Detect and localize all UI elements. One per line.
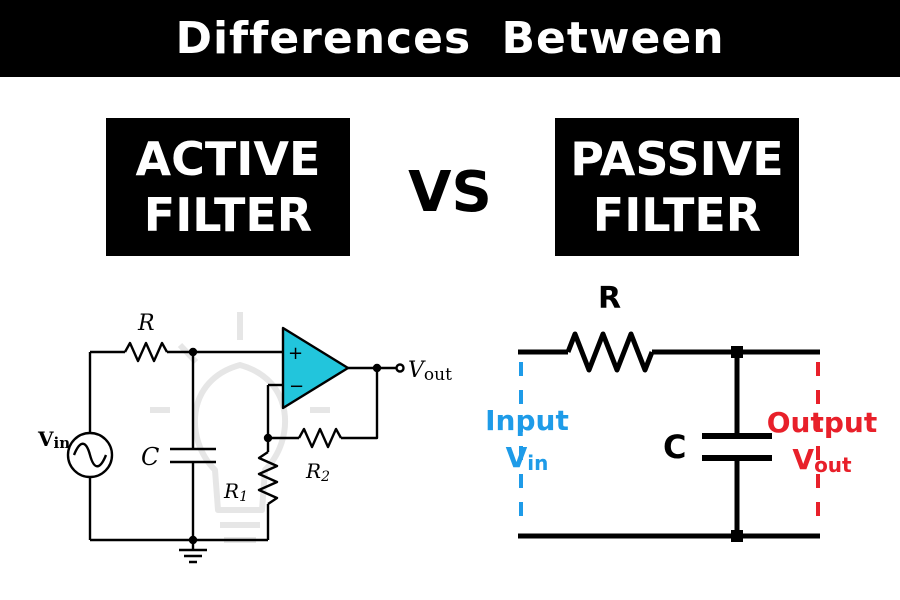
active-filter-line2: FILTER (143, 188, 313, 242)
active-capacitor-label: C (141, 443, 159, 471)
title-banner: Differences Between (0, 0, 900, 77)
active-filter-line1: ACTIVE (135, 132, 321, 186)
passive-input-label: Input (485, 404, 569, 437)
page-title: Differences Between (175, 13, 725, 64)
passive-output-label: Output (767, 406, 877, 439)
vs-label: VS (408, 160, 492, 225)
active-resistor-r2 (297, 427, 343, 449)
active-vin-label: Vin (37, 427, 70, 452)
feedback-wire-right (341, 368, 379, 440)
passive-input-v-label: Vin (506, 441, 549, 475)
passive-filter-circuit (518, 331, 820, 542)
passive-output-v-label: Vout (792, 443, 852, 477)
active-resistor-label: R (137, 311, 155, 336)
op-amp-plus-sign: + (288, 343, 303, 364)
op-amp-triangle (281, 326, 350, 410)
active-junction-r1 (263, 433, 273, 443)
active-resistor-r (123, 341, 169, 363)
passive-filter-line1: PASSIVE (570, 132, 784, 186)
active-resistor-r1 (257, 451, 279, 505)
active-r1-label: R1 (223, 479, 248, 505)
op-amp-minus-sign: − (289, 376, 304, 397)
passive-resistor-r (565, 331, 655, 373)
vout-terminal (395, 363, 405, 373)
passive-capacitor-label: C (663, 428, 686, 466)
passive-filter-line2: FILTER (592, 188, 762, 242)
active-filter-box: ACTIVE FILTER (106, 118, 350, 256)
passive-filter-box: PASSIVE FILTER (555, 118, 799, 256)
active-r2-label: R2 (305, 459, 330, 485)
passive-capacitor-c (702, 433, 772, 461)
sine-wave-icon (72, 442, 108, 468)
passive-resistor-label: R (598, 281, 621, 316)
active-vout-label: Vout (408, 358, 452, 385)
ground-icon (179, 540, 207, 564)
active-filter-circuit (66, 312, 405, 564)
